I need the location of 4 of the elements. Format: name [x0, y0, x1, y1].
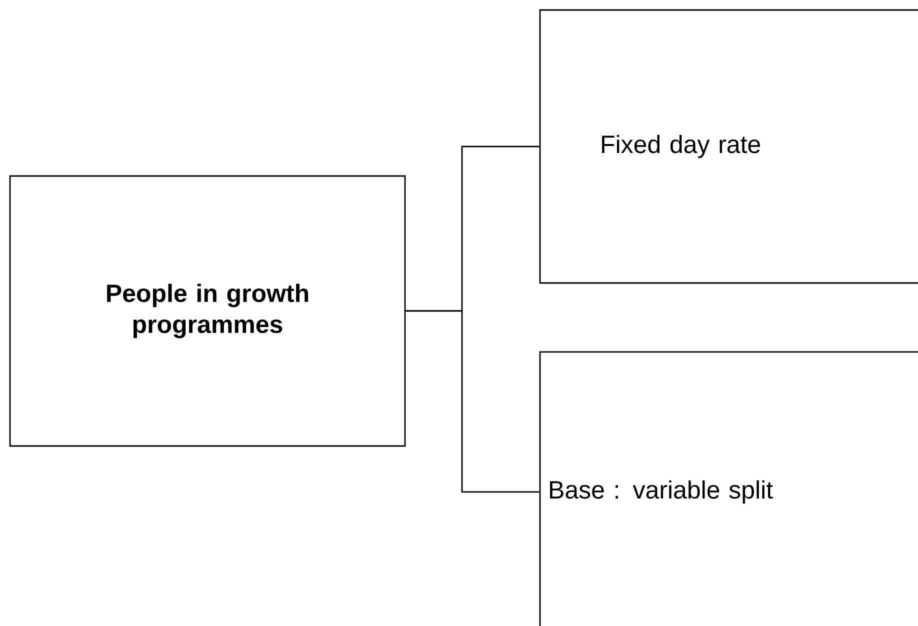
- connector-line: [406, 310, 540, 493]
- text-box: Fixed day rate: [539, 9, 918, 284]
- text-box: Base : variable split: [539, 351, 918, 626]
- text-box: People in growth programmes: [9, 175, 406, 447]
